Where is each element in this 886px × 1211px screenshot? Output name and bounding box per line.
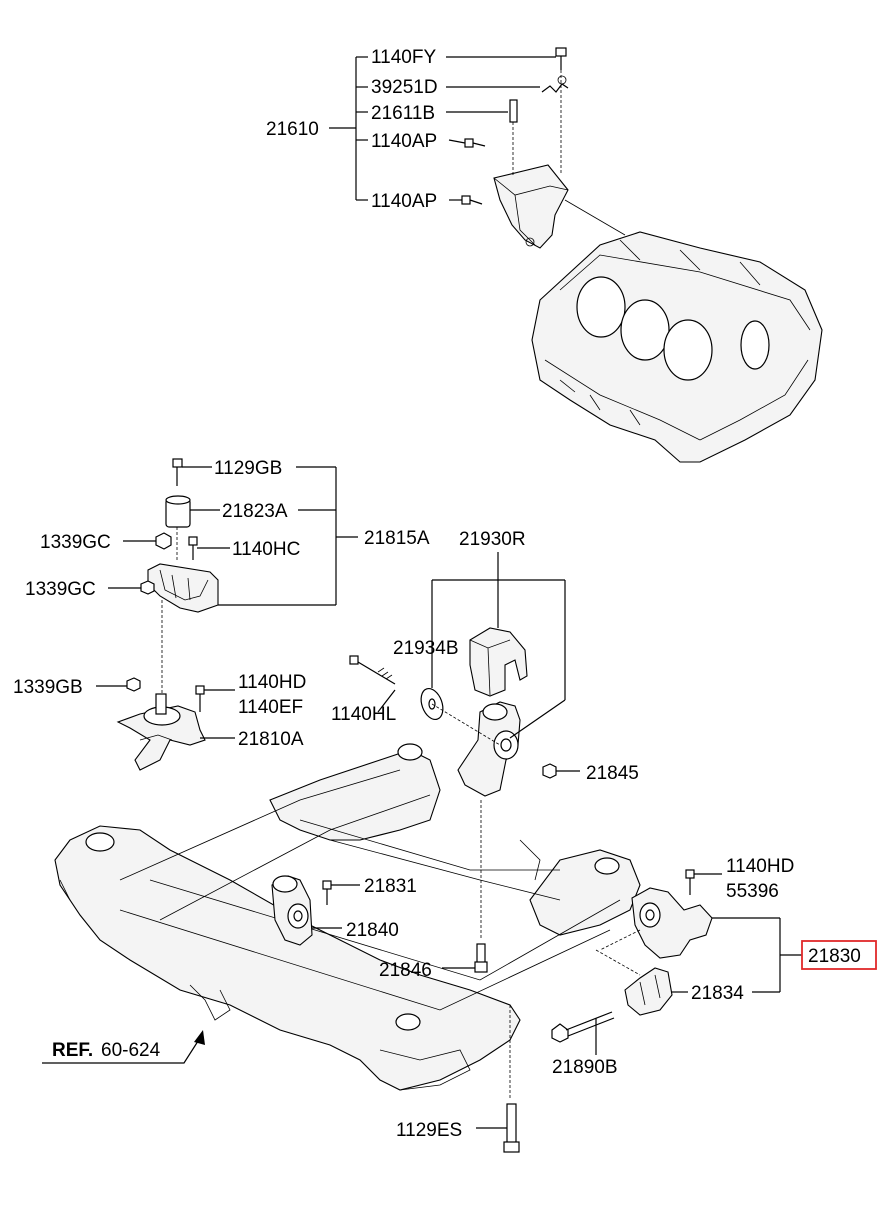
label-1339gb: 1339GB bbox=[13, 677, 83, 698]
ref-leader bbox=[42, 1030, 205, 1064]
right-mount-parts bbox=[551, 869, 713, 1043]
leaders-top-group bbox=[329, 56, 562, 201]
label-1140ef: 1140EF bbox=[238, 697, 303, 718]
center-mount-parts bbox=[349, 627, 557, 797]
label-21846: 21846 bbox=[379, 960, 432, 981]
rear-subframe-mount-parts bbox=[271, 875, 332, 946]
fastener-39251d bbox=[541, 75, 569, 93]
leaders-rear-mount-group bbox=[312, 884, 476, 969]
leaders-center-group bbox=[377, 552, 580, 772]
engine-block-illustration bbox=[531, 231, 823, 463]
top-engine-mount-bracket bbox=[493, 164, 626, 249]
leaders-right-group bbox=[595, 873, 802, 1055]
label-21823a: 21823A bbox=[222, 501, 288, 522]
label-1140ap-lower: 1140AP bbox=[371, 191, 437, 212]
label-21934b: 21934B bbox=[393, 638, 459, 659]
label-21810a: 21810A bbox=[238, 729, 304, 750]
label-21890b: 21890B bbox=[552, 1057, 618, 1078]
label-21831: 21831 bbox=[364, 876, 417, 897]
bolt-1140ap-lower bbox=[461, 195, 483, 205]
label-21815a: 21815A bbox=[364, 528, 430, 549]
highlight-box-21830 bbox=[801, 940, 877, 970]
label-21610: 21610 bbox=[266, 119, 319, 140]
label-55396: 55396 bbox=[726, 881, 779, 902]
bolt-1129es bbox=[476, 1103, 520, 1153]
label-21845: 21845 bbox=[586, 763, 639, 784]
label-1140hl: 1140HL bbox=[331, 704, 396, 725]
label-1129gb: 1129GB bbox=[214, 458, 282, 479]
label-21834: 21834 bbox=[691, 983, 744, 1004]
stud-21611b bbox=[509, 99, 518, 123]
label-1140fy: 1140FY bbox=[371, 47, 436, 68]
fastener-1140fy bbox=[555, 47, 567, 70]
label-21830[interactable]: 21830 bbox=[808, 946, 861, 967]
label-1129es: 1129ES bbox=[396, 1120, 462, 1141]
leaders-left-group bbox=[96, 466, 358, 739]
bolt-21846 bbox=[474, 943, 488, 973]
bolt-1140ap-upper bbox=[464, 138, 486, 148]
left-mount-parts bbox=[116, 458, 219, 771]
label-1339gc-upper: 1339GC bbox=[40, 532, 111, 553]
label-1140ap-upper: 1140AP bbox=[371, 131, 437, 152]
label-21840: 21840 bbox=[346, 920, 399, 941]
label-21611b: 21611B bbox=[371, 103, 435, 124]
label-1140hc: 1140HC bbox=[232, 539, 300, 560]
label-21930r: 21930R bbox=[459, 529, 526, 550]
ref-prefix: REF. bbox=[52, 1040, 93, 1061]
label-1140hd-left: 1140HD bbox=[238, 672, 306, 693]
label-1140hd-right: 1140HD bbox=[726, 856, 794, 877]
subframe-illustration bbox=[54, 743, 641, 1100]
label-1339gc-lower: 1339GC bbox=[25, 579, 96, 600]
label-39251d: 39251D bbox=[371, 77, 438, 98]
ref-code: 60-624 bbox=[101, 1040, 161, 1061]
